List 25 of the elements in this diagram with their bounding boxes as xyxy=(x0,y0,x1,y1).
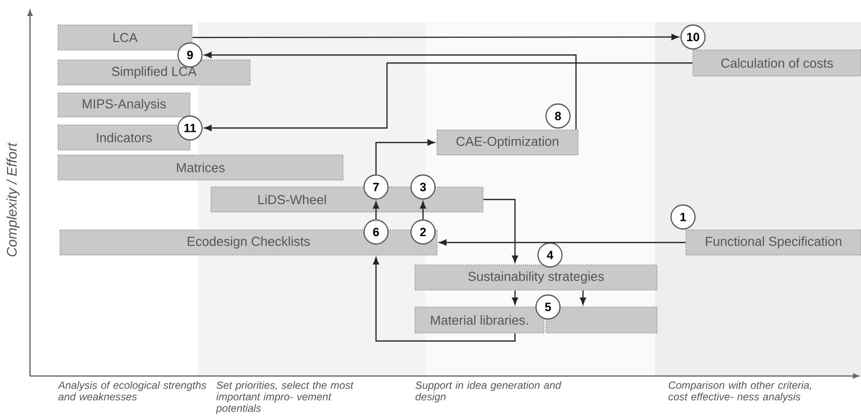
method-box: LCA xyxy=(58,24,192,50)
arrow xyxy=(372,257,516,342)
arrow xyxy=(512,290,518,305)
arrow xyxy=(192,34,679,40)
axis-label: Complexity / Effort xyxy=(6,142,20,256)
arrow xyxy=(375,139,435,174)
method-box: Calculation of costs xyxy=(692,50,861,76)
arrow xyxy=(420,201,426,220)
arrow xyxy=(580,290,586,305)
phase-label: Set priorities, select the most important impro- vement potentials xyxy=(216,381,354,414)
phase-label: Support in idea generation and design xyxy=(416,381,562,402)
method-box: Matrices xyxy=(58,154,344,180)
phase-label: Analysis of ecological strengths and weaknesses xyxy=(58,381,206,400)
arrow xyxy=(204,52,577,130)
arrow xyxy=(439,239,686,246)
method-box: Sustainability strategies xyxy=(414,264,658,290)
arrow xyxy=(484,198,518,263)
method-box: CAE-Optimization xyxy=(436,130,578,156)
method-box: Simplified LCA xyxy=(58,60,250,86)
method-box: Material libraries. xyxy=(414,306,544,334)
arrow xyxy=(204,62,692,132)
method-box: Functional Specification xyxy=(686,230,861,256)
phase-label: Comparison with other criteria, cost effective- ness analysis xyxy=(668,381,812,402)
arrow xyxy=(372,201,380,220)
method-box: MIPS-Analysis xyxy=(58,92,190,118)
